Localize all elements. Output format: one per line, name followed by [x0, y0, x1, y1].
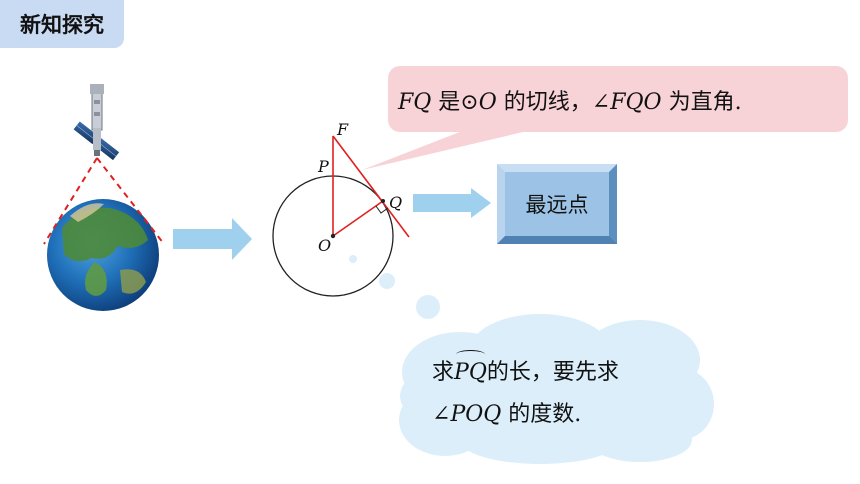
thought-bubble-medium	[379, 273, 395, 289]
cloud-l2-angle: ∠	[432, 402, 451, 427]
arc-pq: PQ	[454, 350, 487, 394]
label-f: F	[336, 120, 349, 139]
callout-seg-circle: 是⊙	[431, 90, 479, 115]
cloud-line-2: ∠POQ 的度数.	[432, 394, 692, 436]
cloud-l2-suffix: 的度数.	[501, 402, 582, 427]
label-q: Q	[389, 193, 402, 212]
line-oq	[332, 200, 384, 237]
point-q	[381, 199, 385, 203]
cloud-line-1: 求PQ的长，要先求	[432, 350, 692, 394]
right-angle-mark	[375, 205, 389, 214]
thought-bubble-large	[416, 295, 440, 319]
section-tag: 新知探究	[0, 0, 124, 48]
callout-text: FQ 是⊙O 的切线，∠FQO 为直角.	[398, 84, 838, 116]
right-arrow-icon-1	[173, 218, 252, 260]
farthest-point-button[interactable]: 最远点	[497, 164, 617, 244]
right-arrow-icon-2	[413, 188, 491, 218]
callout-seg-o: O	[478, 90, 497, 115]
geometry-diagram	[272, 135, 410, 297]
cloud-l1-suffix: 的长，要先求	[486, 360, 619, 385]
callout-seg-fq: FQ	[398, 90, 432, 115]
callout-pointer	[362, 128, 540, 170]
callout-seg-right-angle: 为直角.	[661, 90, 742, 115]
callout-box	[388, 66, 848, 132]
satellite-icon	[73, 84, 120, 161]
tangent-dashed-line-right	[96, 157, 165, 245]
point-o	[330, 233, 336, 239]
tangent-dashed-line-left	[43, 157, 98, 245]
cloud-l1-prefix: 求	[432, 360, 455, 385]
cloud-text: 求PQ的长，要先求 ∠POQ 的度数.	[432, 350, 692, 436]
earth-globe-icon	[47, 199, 159, 311]
line-fq-tangent	[332, 135, 410, 238]
label-p: P	[317, 157, 329, 176]
cloud-l2-poq: POQ	[450, 402, 502, 427]
callout-seg-tangent: 的切线，∠	[496, 90, 611, 115]
thought-bubble-small	[349, 255, 357, 263]
thought-cloud	[399, 314, 714, 464]
label-o: O	[318, 236, 331, 255]
callout-seg-fqo: FQO	[610, 90, 662, 115]
